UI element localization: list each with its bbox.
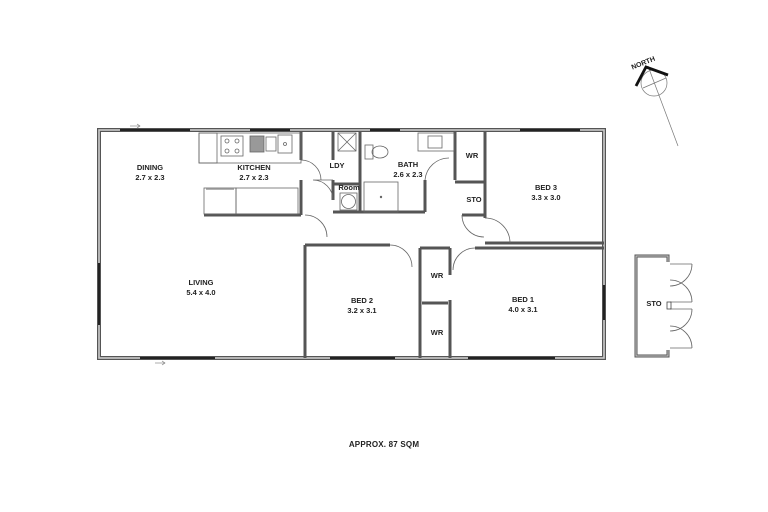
door-swings [300,157,511,271]
room-labels: DINING 2.7 x 2.3 KITCHEN 2.7 x 2.3 LDY R… [135,151,661,337]
room-wr-bed1-name: WR [431,328,444,337]
room-bath-size: 2.6 x 2.3 [393,170,422,179]
room-sto-hall-name: STO [466,195,481,204]
room-bed2-size: 3.2 x 3.1 [347,306,376,315]
room-bath-name: BATH [398,160,418,169]
room-kitchen-size: 2.7 x 2.3 [239,173,268,182]
room-bed2-name: BED 2 [351,296,373,305]
room-dining-size: 2.7 x 2.3 [135,173,164,182]
north-compass-icon [634,65,679,147]
external-storage [634,254,693,358]
room-living-name: LIVING [188,278,213,287]
room-bed3-name: BED 3 [535,183,557,192]
windows [98,129,605,359]
room-dining-name: DINING [137,163,163,172]
room-wr-bed2-name: WR [431,271,444,280]
laundry-fixtures [337,132,358,211]
room-room-name: Room [338,183,360,192]
room-wr-bed3-name: WR [466,151,479,160]
room-living-size: 5.4 x 4.0 [186,288,215,297]
room-kitchen-name: KITCHEN [237,163,270,172]
room-bed3-size: 3.3 x 3.0 [531,193,560,202]
room-bed1-size: 4.0 x 3.1 [508,305,537,314]
room-sto-ext-name: STO [646,299,661,308]
room-laundry-name: LDY [330,161,345,170]
total-area-label: APPROX. 87 SQM [348,440,420,449]
bath-fixtures [363,132,455,213]
room-bed1-name: BED 1 [512,295,534,304]
kitchen-fixtures [198,132,302,215]
